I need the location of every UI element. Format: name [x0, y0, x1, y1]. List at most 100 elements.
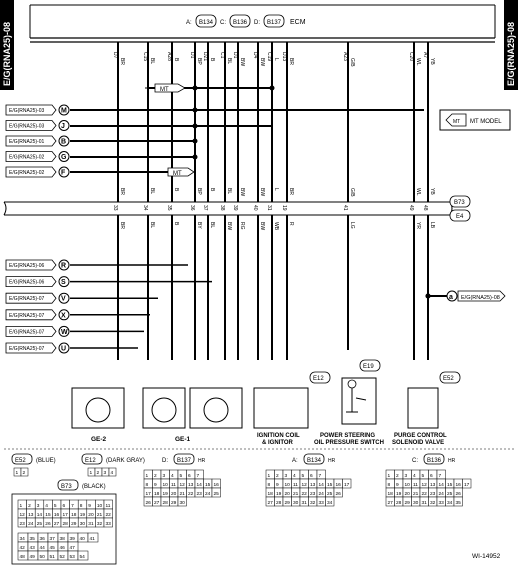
- b134-pin: 13: [310, 482, 316, 488]
- b134-pin: 17: [344, 482, 350, 488]
- ecm-pin-label: C1: [219, 52, 225, 59]
- b136-pin: 34: [447, 500, 453, 506]
- ecm-pin-label: A28: [166, 52, 172, 61]
- mt-model-label: MT MODEL: [470, 119, 502, 125]
- ecm-label: ECM: [290, 19, 306, 26]
- b134-pin: 25: [327, 491, 333, 497]
- ecm-pin-label: D1: [189, 52, 195, 59]
- wire-color-mid: B: [173, 188, 179, 192]
- e12-cell: [108, 467, 117, 477]
- b73-pin: 18: [71, 512, 77, 518]
- ecm-pin-label: D21: [202, 52, 208, 61]
- b134-pin: 16: [336, 482, 342, 488]
- ecm-conn-a: B134: [199, 20, 214, 26]
- b137-pin: 17: [146, 491, 152, 497]
- b137-pin: 14: [197, 482, 203, 488]
- ecm-pin-label: C20: [408, 52, 414, 61]
- b73-pin: 28: [63, 521, 69, 527]
- legend-c: C: B136 HR: [412, 453, 456, 465]
- b73-pin: 29: [71, 521, 77, 527]
- psw-conn: E19: [363, 364, 374, 370]
- legend-b73: B73 (BLACK): [57, 479, 106, 491]
- wire-color-lower: BL: [209, 222, 215, 228]
- left-ref-tag: [5, 104, 57, 116]
- b136-pin: 10: [405, 482, 411, 488]
- b73-lower-pin: 53: [70, 554, 76, 560]
- b137-pin: 1: [146, 473, 149, 479]
- wire-color-upper: BP: [196, 58, 202, 65]
- legend-b73-color: (BLACK): [82, 484, 106, 490]
- wire-color-lower: BW: [226, 222, 232, 230]
- b137-pin: 30: [180, 500, 186, 506]
- wire-color-lower: YR: [415, 222, 421, 229]
- left-ref-circle: [58, 342, 70, 354]
- b73-pin: 4: [45, 503, 48, 509]
- svg-text:D:: D:: [162, 458, 168, 464]
- b73-lower-cell: [77, 550, 89, 561]
- b137-pin: 26: [146, 500, 152, 506]
- b73-lower-pin: 48: [20, 554, 26, 560]
- b137-pin: 22: [188, 491, 194, 497]
- left-ref-label: E/G(RNA25)-03: [9, 124, 45, 130]
- wire-color-lower: BL: [149, 222, 155, 228]
- b134-pin: 10: [285, 482, 291, 488]
- left-ref-tag: [5, 276, 57, 287]
- b134-pin: 21: [293, 491, 299, 497]
- wire-color-upper: YB: [429, 58, 435, 65]
- b137-pin: 23: [197, 491, 203, 497]
- b73-lower-pin: 46: [60, 545, 66, 551]
- b137-pin: 10: [163, 482, 169, 488]
- wire-color-mid: WL: [415, 188, 421, 196]
- b137-pin: 6: [188, 473, 191, 479]
- b136-pin: 19: [396, 491, 402, 497]
- b136-pin: 33: [439, 500, 445, 506]
- e12-pin: 1: [90, 470, 93, 476]
- ecm-block: A: B134 C: B136 D: B137 ECM: [29, 4, 496, 43]
- wire-color-mid: BL: [149, 188, 155, 194]
- legend-a-id: B134: [307, 458, 322, 464]
- wire-color-mid: G/B: [349, 188, 355, 197]
- left-ref-circle: [58, 166, 70, 178]
- b73-lower-pin: 37: [50, 536, 56, 542]
- b73-pin: 23: [20, 521, 26, 527]
- b73-pin-label: 37: [202, 205, 208, 211]
- b73-lower-pin: 44: [40, 545, 46, 551]
- b136-pin: 18: [388, 491, 394, 497]
- b137-pin: 4: [171, 473, 174, 479]
- b73-pin-label: 40: [252, 205, 258, 211]
- b136-pin: 16: [456, 482, 462, 488]
- left-ref-tag: [5, 135, 57, 147]
- side-tab-left: E/G(RNA25)-08: [0, 0, 14, 90]
- purge-conn: E52: [443, 376, 454, 382]
- b73-pin: 27: [54, 521, 60, 527]
- b137-pin: 21: [180, 491, 186, 497]
- left-ref-letter: F: [61, 170, 66, 177]
- ignition-coil: E12 IGNITION COIL & IGNITOR: [253, 371, 331, 446]
- sensor-middle: [142, 387, 186, 429]
- left-ref-letter: B: [61, 139, 66, 146]
- wire-color-mid: BL: [226, 188, 232, 194]
- b136-pin: 1: [388, 473, 391, 479]
- b134-pin: 9: [276, 482, 279, 488]
- b134-pin: 7: [319, 473, 322, 479]
- left-ref-circle: [58, 309, 70, 321]
- b134-pin: 23: [310, 491, 316, 497]
- left-ref-circle: [58, 120, 70, 131]
- b134-pin: 20: [285, 491, 291, 497]
- e52-pin: 2: [23, 470, 26, 476]
- left-signal-lines: [70, 109, 424, 173]
- b73-lower-pin: 45: [50, 545, 56, 551]
- b73-pin: 22: [106, 512, 112, 518]
- wire-color-lower: BW: [259, 222, 265, 230]
- left-ref-letter: J: [61, 123, 65, 130]
- mt-model-callout: MT MT MODEL: [439, 109, 511, 131]
- mt-tag-upper: MT: [145, 83, 186, 93]
- left-ref-letter: V: [61, 296, 66, 303]
- b136-cell: [462, 478, 472, 489]
- b73-lower-pin: 47: [70, 545, 76, 551]
- b136-cell: [453, 496, 463, 507]
- b73-lower-pin: 42: [20, 545, 26, 551]
- wire-color-lower: LG: [349, 222, 355, 229]
- mt-tag-lower: MT: [167, 167, 195, 177]
